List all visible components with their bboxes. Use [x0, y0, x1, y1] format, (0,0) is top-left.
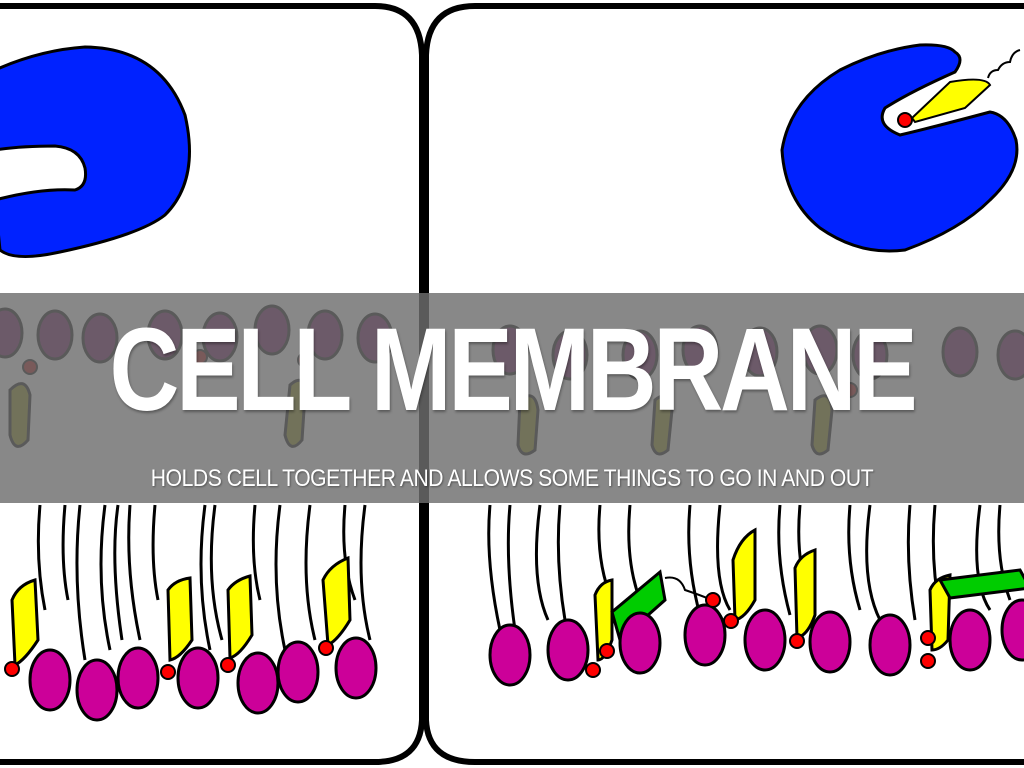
- title-overlay-band: [0, 293, 1024, 503]
- signal-tail: [987, 49, 1021, 79]
- slide-subtitle: HOLDS CELL TOGETHER AND ALLOWS SOME THIN…: [150, 465, 874, 492]
- signal-molecule: [910, 78, 992, 124]
- lower-lipid-leaflet: [4, 527, 1024, 722]
- green-protein-2: [937, 568, 1024, 600]
- signal-red-dot: [897, 112, 913, 128]
- left-panel-frame: [0, 3, 425, 765]
- lipid-tails: [36, 504, 1012, 661]
- slide-title: CELL MEMBRANE: [109, 304, 918, 436]
- right-panel-frame: [423, 2, 1024, 765]
- receptor-protein-left: [0, 45, 191, 258]
- receptor-protein-right: [780, 43, 1019, 253]
